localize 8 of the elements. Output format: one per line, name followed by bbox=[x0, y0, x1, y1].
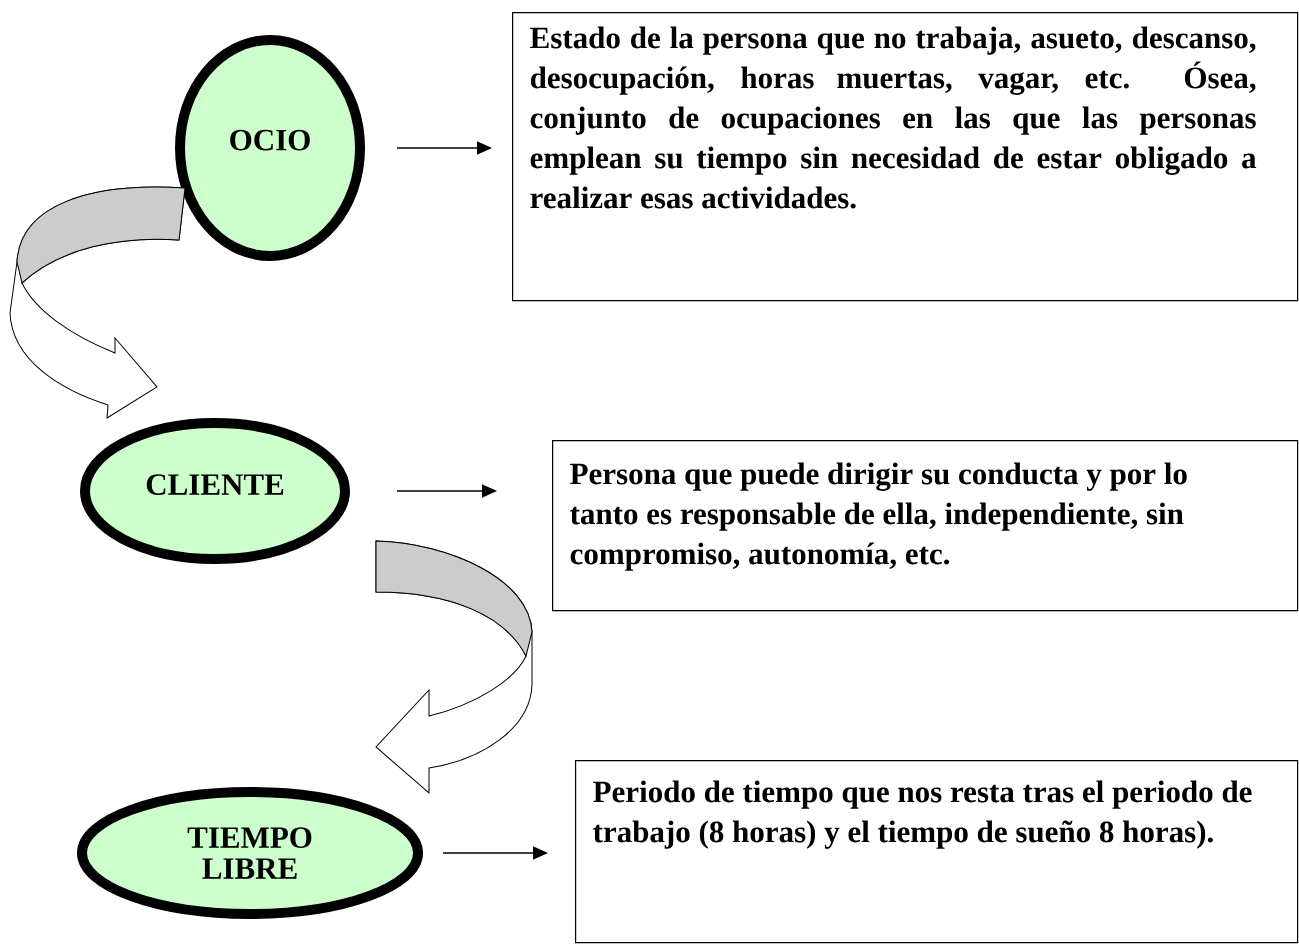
ellipse-node: CLIENTE bbox=[80, 418, 350, 564]
curved-block-arrow bbox=[9, 186, 186, 419]
text-box: Periodo de tiempo que nos resta tras el periodo de trabajo (8 horas) y el tiempo de sueño 8 horas). bbox=[575, 760, 1299, 944]
text-box: Estado de la persona que no trabaja, asueto, descanso, desocupación, horas muertas, vagar, etc. Ósea, conjunto de ocupaciones en las que las personas emplean su tiempo sin necesidad de estar obligado a realizar esas actividades. bbox=[512, 12, 1299, 302]
ellipse-node: OCIO bbox=[175, 35, 365, 261]
text-box: Persona que puede dirigir su conducta y por lo tanto es responsable de ella, independiente, sin compromiso, autonomía, etc. bbox=[552, 440, 1299, 612]
curved-block-arrow bbox=[375, 540, 533, 794]
ellipse-node: TIEMPO LIBRE bbox=[77, 787, 423, 919]
